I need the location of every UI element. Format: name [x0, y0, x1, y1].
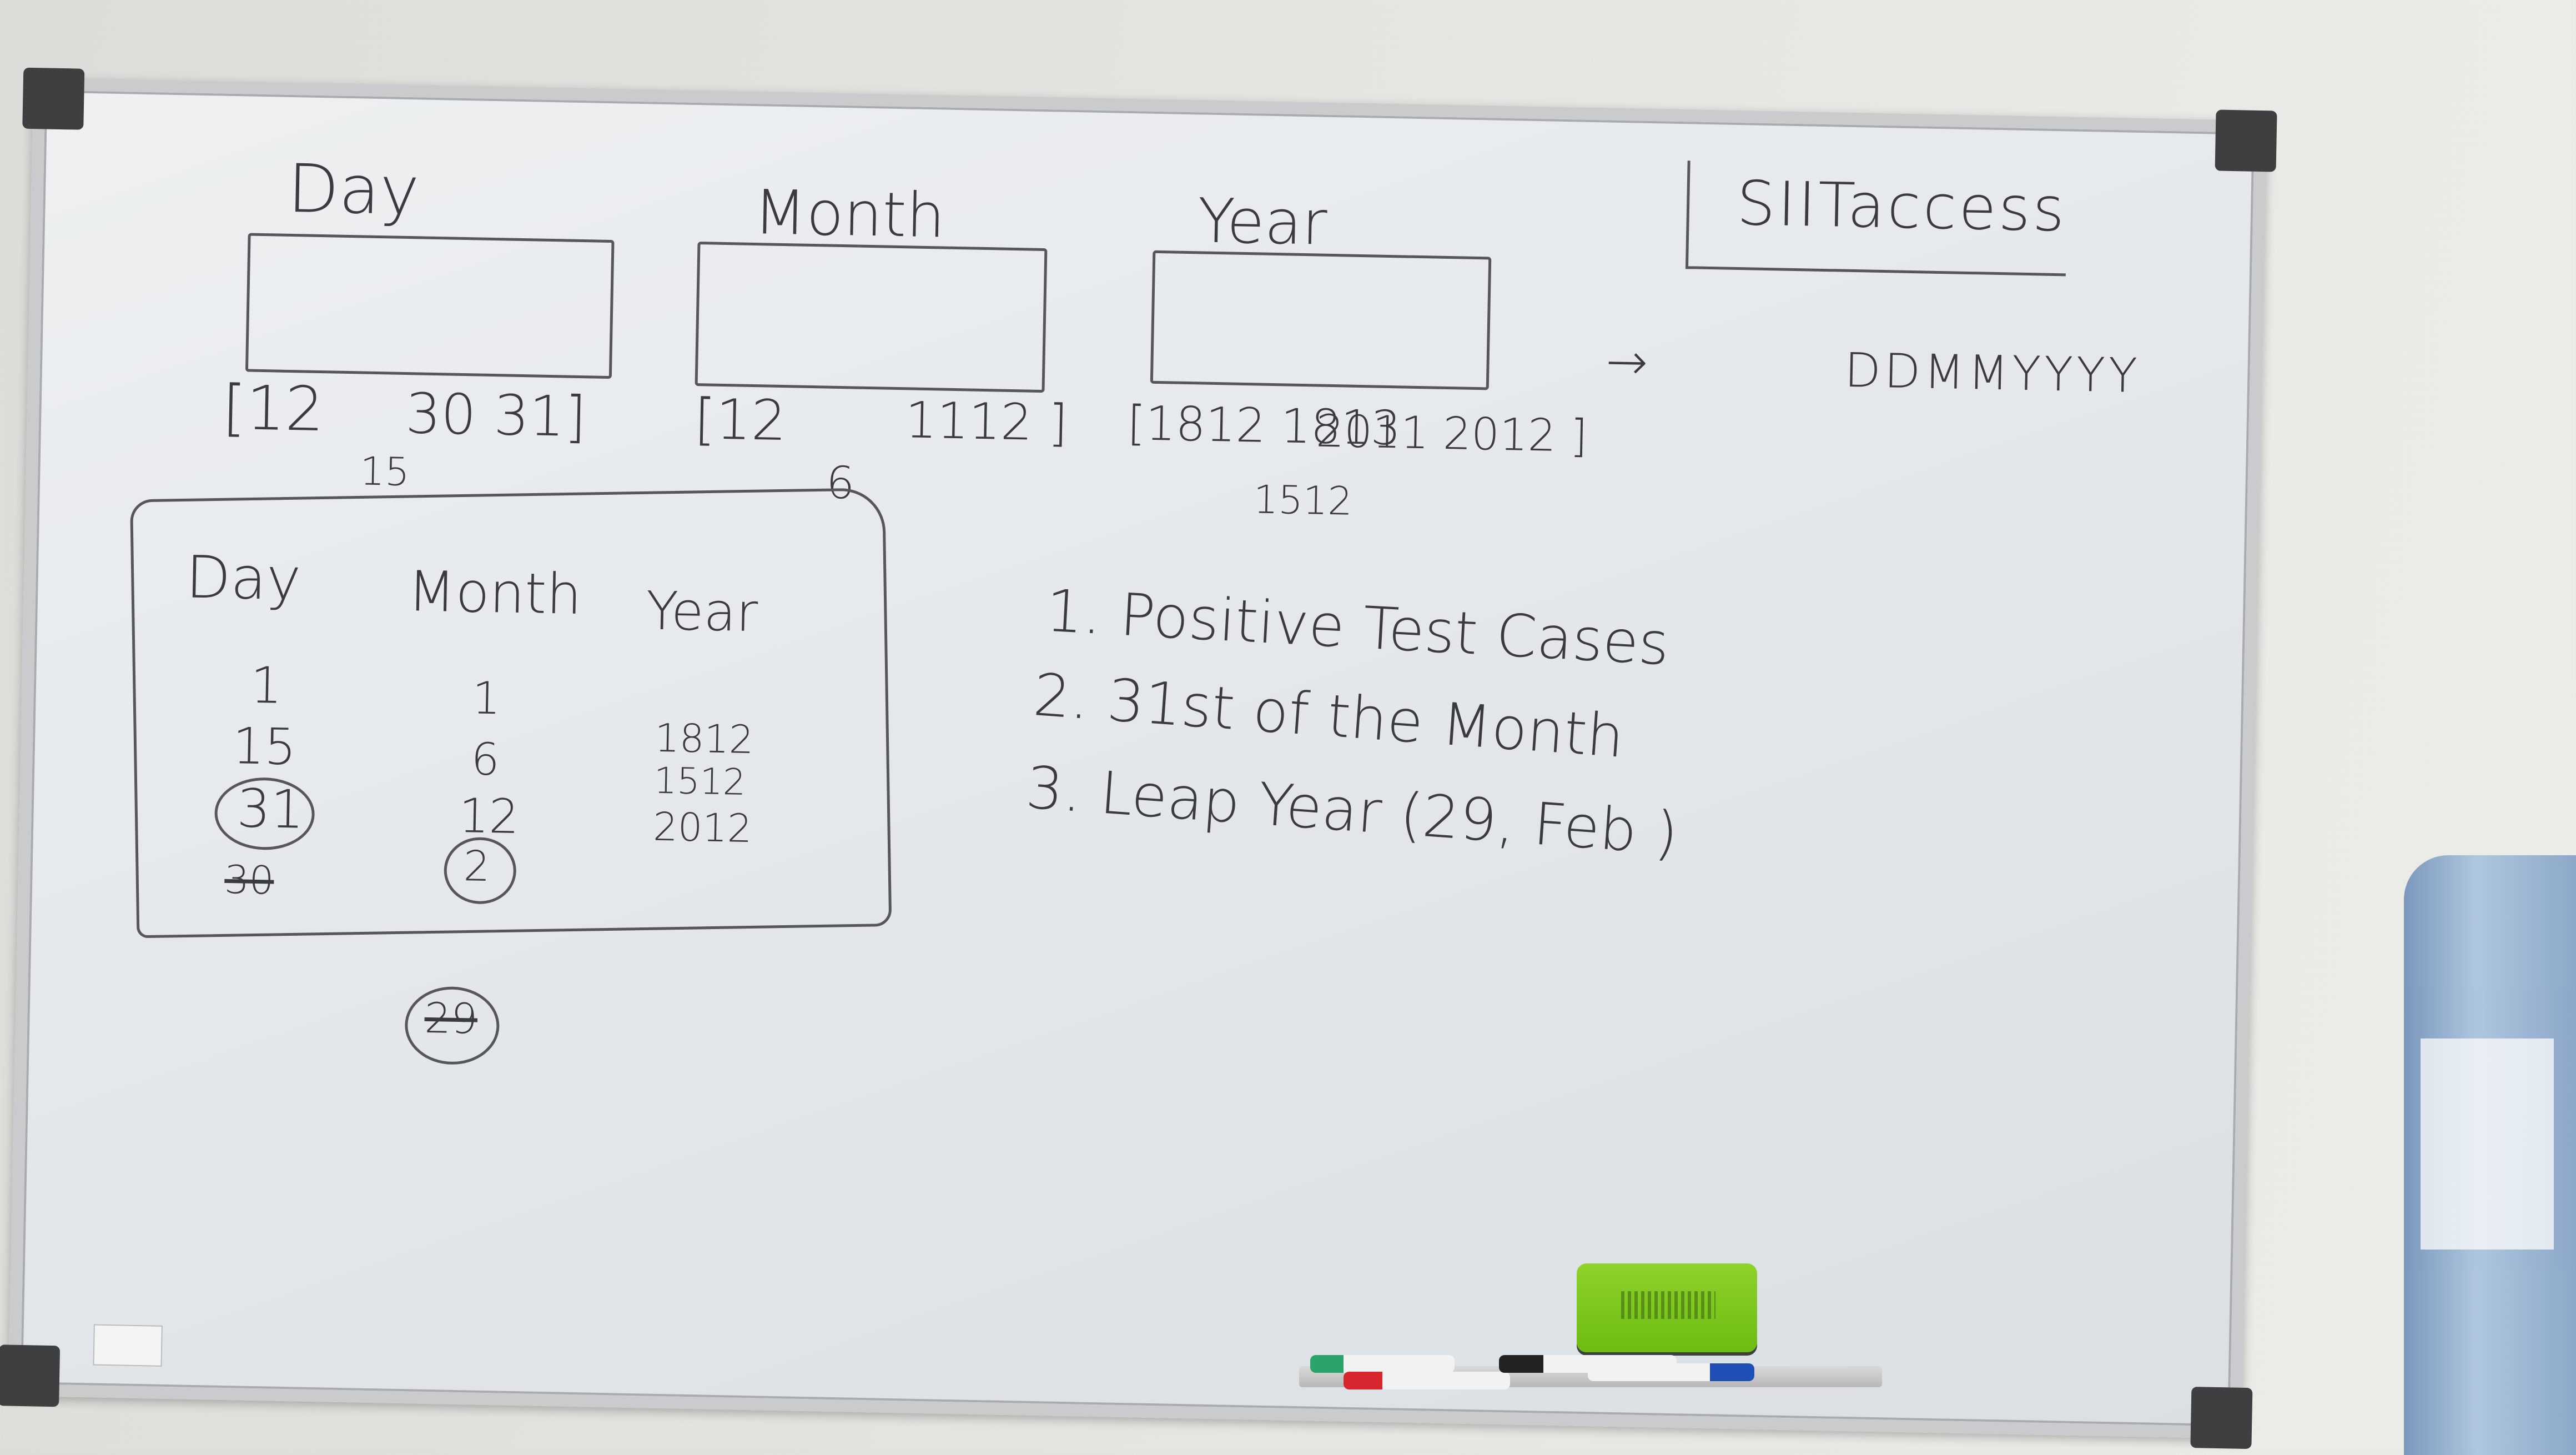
table-month-4: 2 — [463, 841, 491, 891]
blue-marker[interactable] — [1588, 1363, 1754, 1381]
table-day-2: 15 — [232, 717, 297, 777]
red-marker[interactable] — [1344, 1372, 1510, 1389]
year-box — [1150, 250, 1492, 390]
note-3: 3. Leap Year (29, Feb ) — [1024, 753, 1681, 868]
brand-text: SIITaccess — [1735, 167, 2067, 245]
barcode-icon — [1621, 1291, 1715, 1319]
day-heading: Day — [286, 150, 420, 230]
table-extra-value: 29 — [424, 993, 478, 1043]
month-box — [695, 242, 1048, 393]
day-range-start: [12 — [222, 372, 325, 445]
table-day-3: 31 — [236, 778, 305, 841]
green-marker[interactable] — [1310, 1355, 1455, 1373]
eraser[interactable] — [1577, 1263, 1757, 1352]
date-format-text: DDMMYYYY — [1844, 343, 2141, 404]
water-bottle — [2404, 855, 2576, 1455]
day-box — [245, 233, 615, 379]
frame-sticker — [93, 1324, 163, 1367]
day-range-end: 30 31] — [405, 380, 587, 450]
table-header-month: Month — [407, 559, 582, 628]
frame-corner-top-right — [2215, 109, 2277, 172]
day-range-mid: 15 — [359, 448, 410, 495]
frame-corner-bottom-right — [2190, 1387, 2253, 1449]
table-day-1: 1 — [250, 656, 283, 715]
whiteboard: Day Month Year [12 30 31] 15 [12 1112 ] … — [0, 67, 2277, 1449]
note-2: 2. 31st of the Month — [1031, 661, 1627, 771]
arrow-icon: → — [1605, 332, 1649, 392]
year-range-end: 2011 2012 ] — [1315, 405, 1588, 462]
bottle-label — [2421, 1038, 2554, 1250]
table-month-3: 12 — [458, 788, 520, 845]
note-1: 1. Positive Test Cases — [1044, 576, 1671, 679]
month-heading: Month — [753, 176, 946, 252]
month-range-end: 1112 ] — [904, 391, 1069, 453]
table-year-2: 1512 — [653, 760, 747, 804]
table-day-4: 30 — [224, 856, 275, 904]
month-range-start: [12 — [693, 386, 787, 454]
table-year-3: 2012 — [652, 804, 753, 852]
table-header-day: Day — [185, 543, 302, 614]
frame-corner-bottom-left — [0, 1344, 61, 1407]
table-month-1: 1 — [471, 672, 501, 725]
table-year-1: 1812 — [654, 715, 754, 763]
table-header-year: Year — [645, 580, 758, 644]
table-month-2: 6 — [470, 733, 500, 786]
year-heading: Year — [1197, 185, 1328, 259]
year-range-mid: 1512 — [1253, 476, 1353, 524]
frame-corner-top-left — [22, 67, 85, 130]
